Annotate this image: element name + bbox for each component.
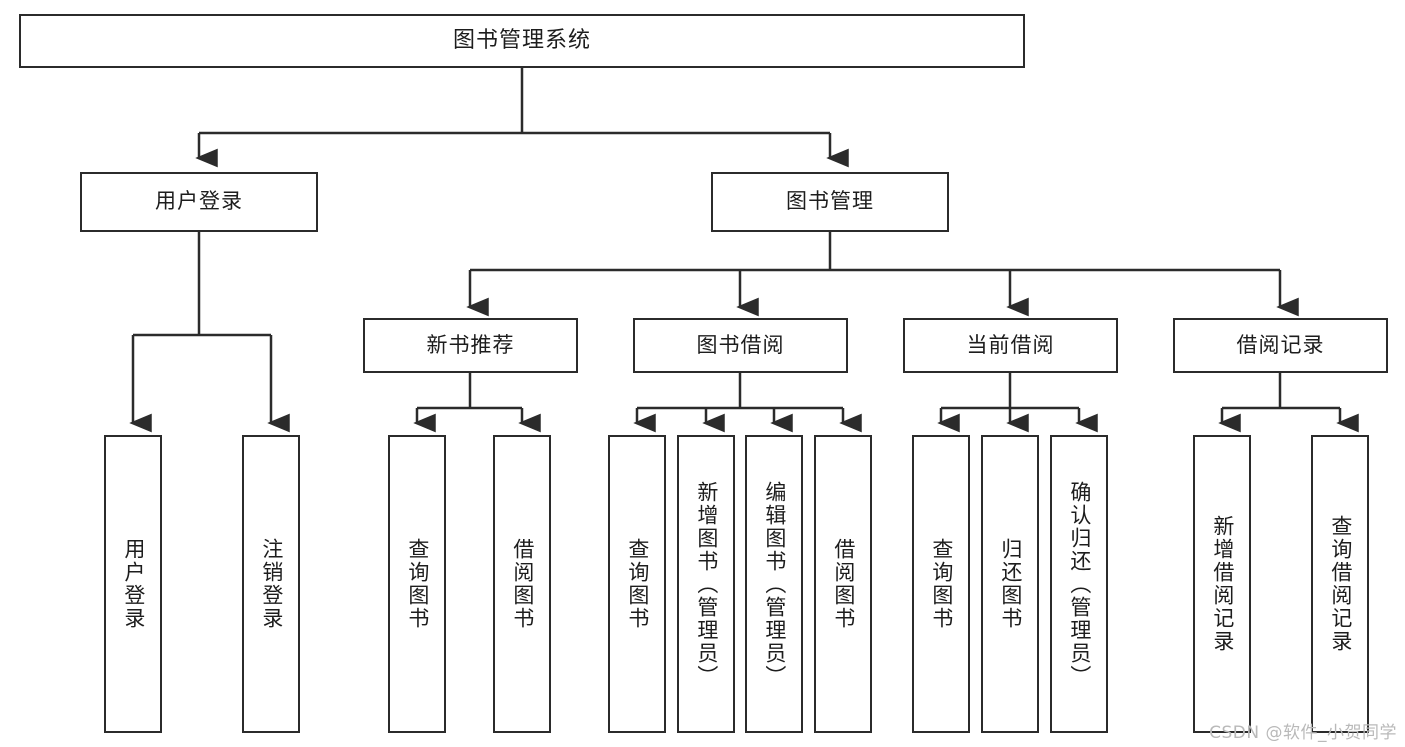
watermark-credit: CSDN @软件_小贺同学 [1209,723,1397,743]
node-root-system[interactable]: 图书管理系统 [19,14,1025,68]
node-new-book-recommend[interactable]: 新书推荐 [363,318,578,373]
leaf-query-borrow-record[interactable]: 查询借阅记录 [1311,435,1369,733]
node-label: 查询图书 [625,538,650,630]
node-label: 新增借阅记录 [1210,515,1235,653]
node-label: 查询图书 [929,538,954,630]
leaf-borrow-book[interactable]: 借阅图书 [814,435,872,733]
node-label: 用户登录 [155,189,243,214]
node-label: 新增图书（管理员） [694,480,719,688]
node-borrow-records[interactable]: 借阅记录 [1173,318,1388,373]
leaf-return-book[interactable]: 归还图书 [981,435,1039,733]
leaf-add-borrow-record[interactable]: 新增借阅记录 [1193,435,1251,733]
leaf-confirm-return-admin[interactable]: 确认归还（管理员） [1050,435,1108,733]
node-label: 归还图书 [998,538,1023,630]
leaf-user-login[interactable]: 用户登录 [104,435,162,733]
node-label: 借阅记录 [1236,332,1325,357]
node-label: 图书借阅 [696,332,785,357]
leaf-logout[interactable]: 注销登录 [242,435,300,733]
node-label: 新书推荐 [426,332,515,357]
node-label: 查询借阅记录 [1328,515,1353,653]
node-current-borrow[interactable]: 当前借阅 [903,318,1118,373]
node-book-management[interactable]: 图书管理 [711,172,949,232]
leaf-query-book-borrow[interactable]: 查询图书 [608,435,666,733]
leaf-edit-book-admin[interactable]: 编辑图书（管理员） [745,435,803,733]
node-label: 确认归还（管理员） [1067,480,1092,688]
node-label: 图书管理系统 [452,27,591,53]
node-label: 借阅图书 [510,538,535,630]
node-label: 借阅图书 [831,538,856,630]
node-label: 图书管理 [786,189,874,214]
leaf-query-book-recommend[interactable]: 查询图书 [388,435,446,733]
leaf-query-book-current[interactable]: 查询图书 [912,435,970,733]
node-label: 注销登录 [259,538,284,630]
node-user-login[interactable]: 用户登录 [80,172,318,232]
node-label: 查询图书 [405,538,430,630]
leaf-borrow-book-recommend[interactable]: 借阅图书 [493,435,551,733]
leaf-add-book-admin[interactable]: 新增图书（管理员） [677,435,735,733]
node-label: 用户登录 [121,538,146,630]
node-label: 当前借阅 [966,332,1055,357]
node-book-borrow[interactable]: 图书借阅 [633,318,848,373]
node-label: 编辑图书（管理员） [762,480,787,688]
